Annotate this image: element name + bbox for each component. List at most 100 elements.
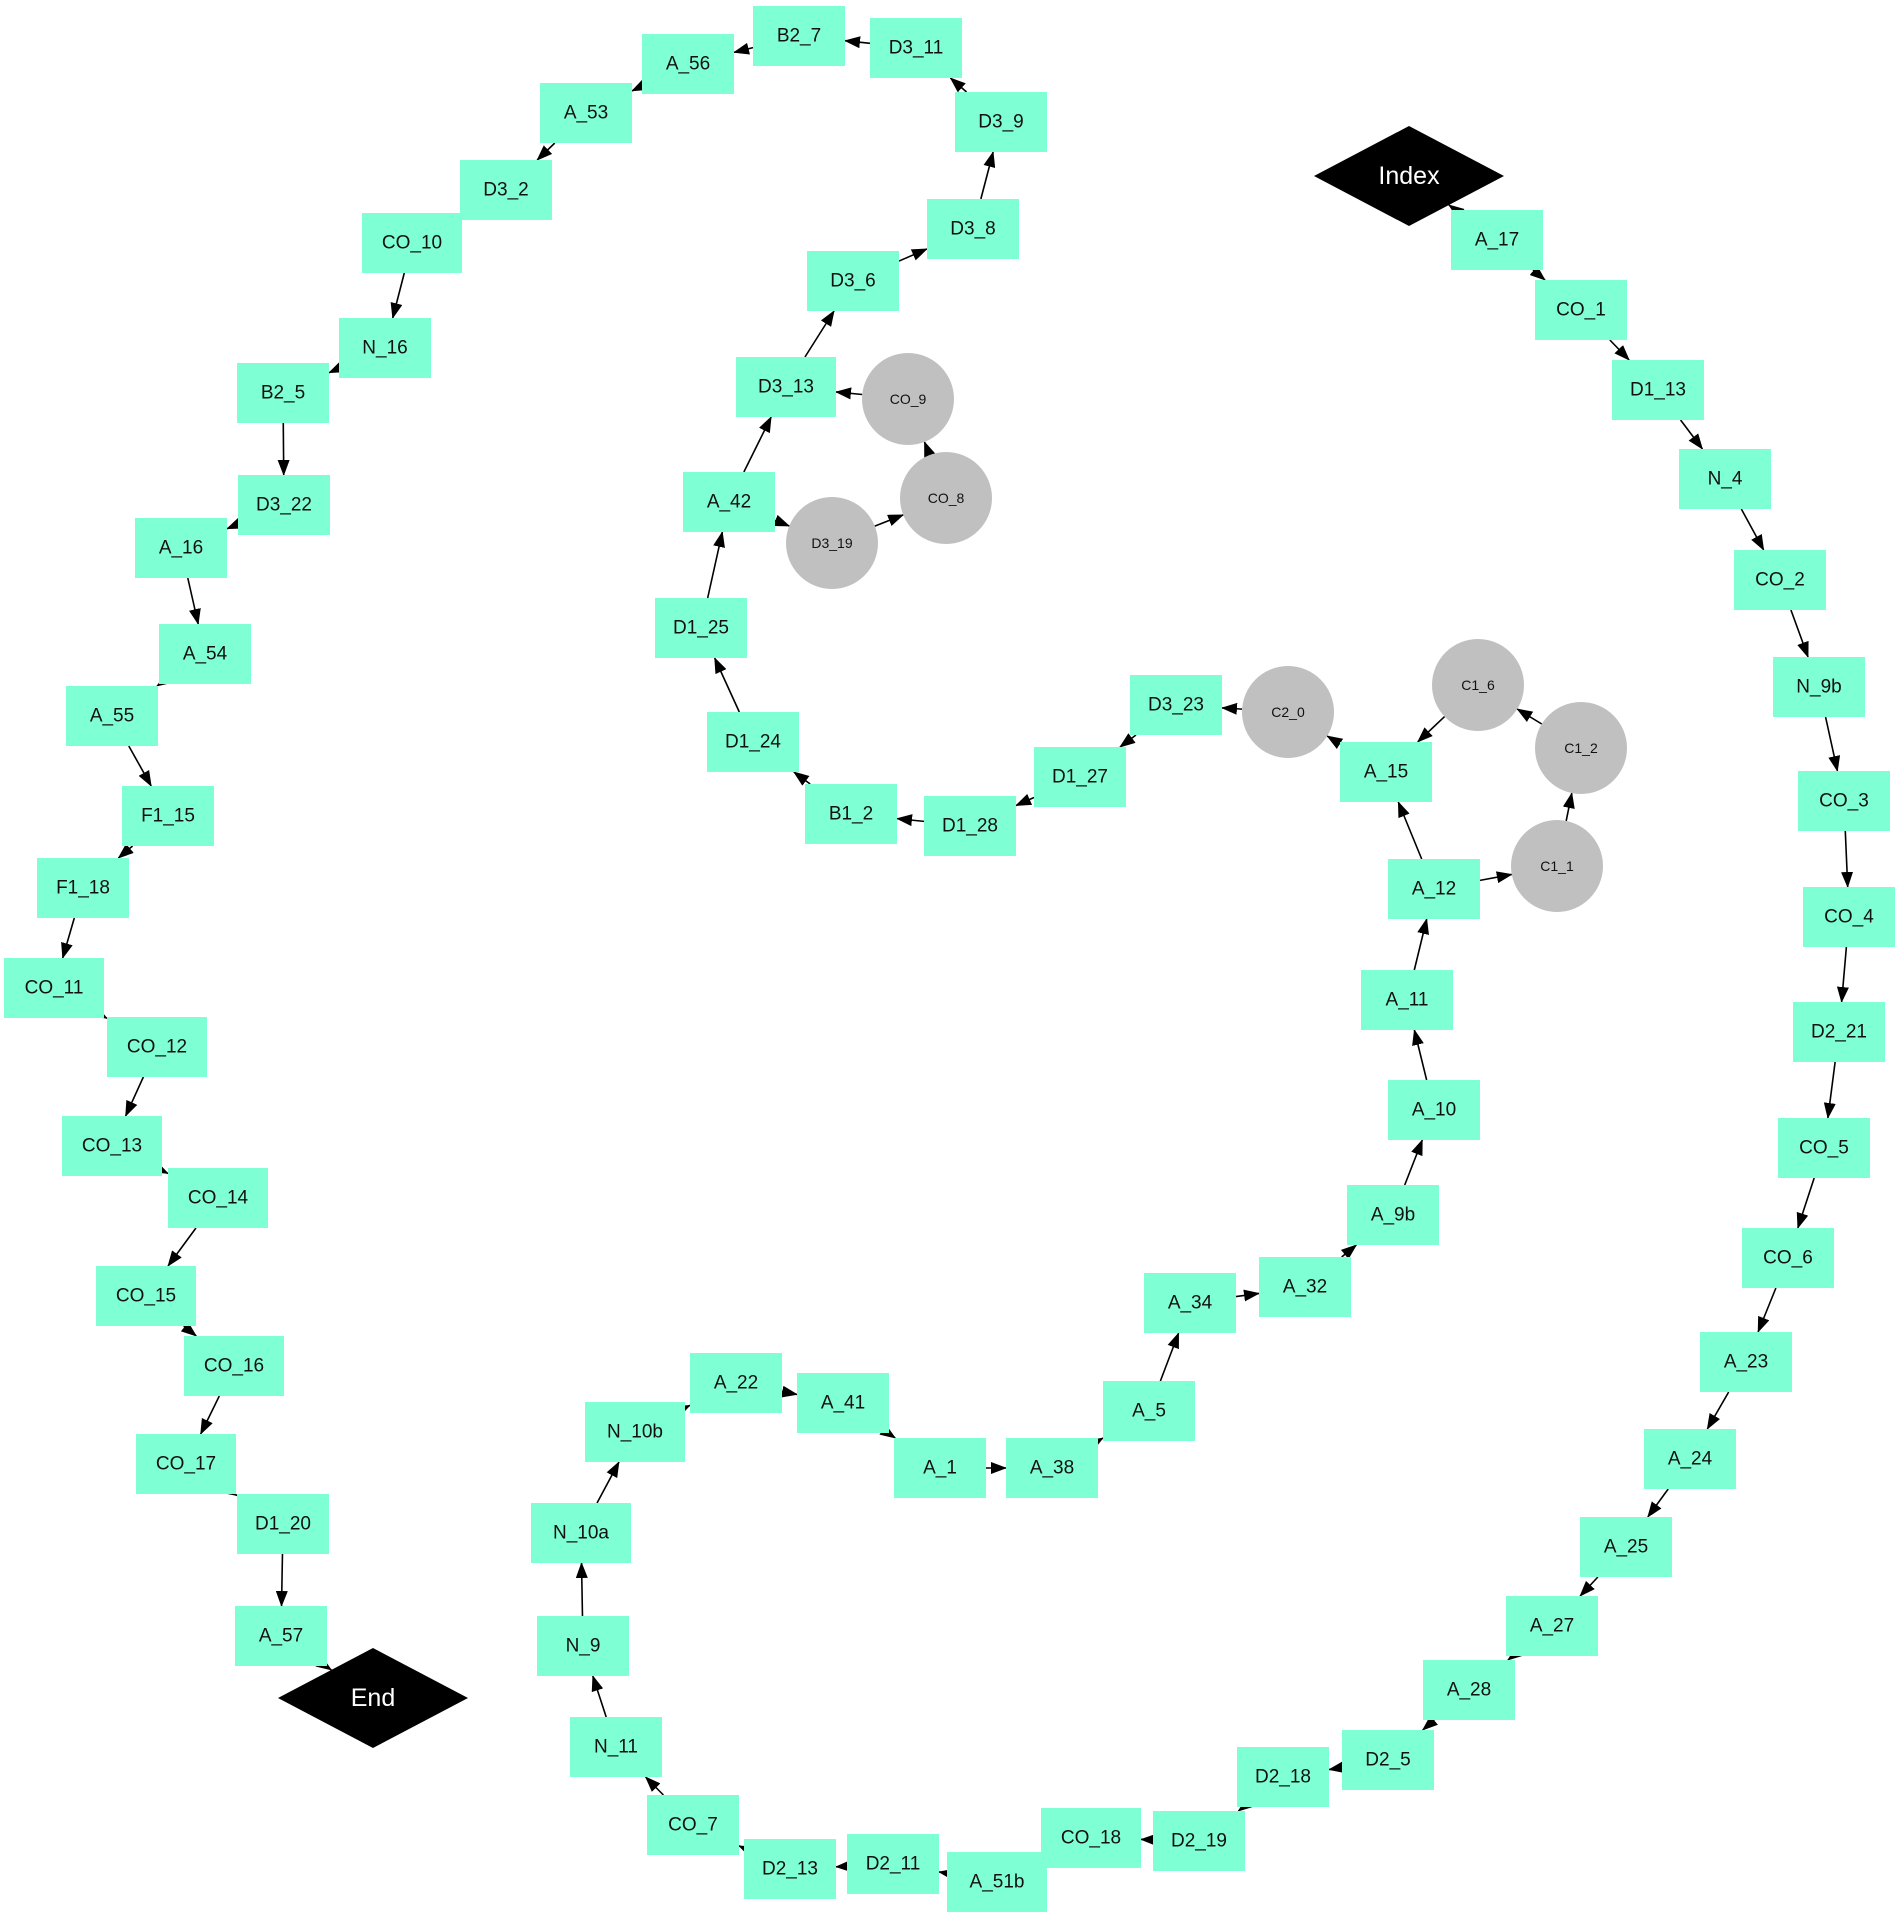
edge-a-12-to-c1-1: [1479, 871, 1513, 884]
node-box: [805, 784, 897, 844]
node-a-55: A_55: [66, 686, 158, 746]
node-label: D3_8: [950, 219, 995, 240]
node-label: CO_18: [1061, 1828, 1121, 1849]
node-label: D3_2: [483, 180, 528, 201]
edge-co-2-to-n-9b: [1790, 609, 1809, 658]
node-box: [1535, 280, 1627, 340]
edge-n-16-to-b2-5: [328, 361, 346, 374]
node-co-15: CO_15: [96, 1266, 196, 1326]
node-co-12: CO_12: [107, 1017, 207, 1077]
node-label: D1_28: [942, 816, 998, 837]
node-box: [135, 518, 227, 578]
node-box: [1041, 1808, 1141, 1868]
node-box: [744, 1839, 836, 1899]
node-label: B2_7: [777, 26, 821, 47]
edge-d3-23-to-d1-27: [1119, 733, 1137, 748]
edge-co-15-to-co-16: [180, 1321, 198, 1337]
node-box: [585, 1402, 685, 1462]
node-index: Index: [1314, 126, 1504, 226]
node-box: [655, 598, 747, 658]
node-label: A_53: [564, 103, 608, 124]
node-label: CO_6: [1763, 1248, 1813, 1269]
edge-a-41-to-a-1: [879, 1424, 897, 1439]
edge-d2-11-to-d2-13: [835, 1860, 852, 1873]
node-n-10a: N_10a: [531, 1503, 631, 1563]
edge-d3-22-to-a-16: [226, 517, 244, 530]
node-label: D1_27: [1052, 767, 1108, 788]
node-a-10: A_10: [1388, 1080, 1480, 1140]
node-a-54: A_54: [159, 624, 251, 684]
node-box: [1388, 859, 1480, 919]
node-box: [1612, 360, 1704, 420]
edge-c1-6-to-a-15: [1416, 716, 1446, 743]
node-d2-11: D2_11: [847, 1834, 939, 1894]
node-co-17: CO_17: [136, 1434, 236, 1494]
node-co-14: CO_14: [168, 1168, 268, 1228]
edge-a-34-to-a-32: [1235, 1289, 1260, 1302]
edge-b1-2-to-d1-24: [793, 771, 811, 786]
edge-n-9b-to-co-3: [1824, 716, 1841, 772]
node-a-22: A_22: [690, 1353, 782, 1413]
node-box: [159, 624, 251, 684]
node-label: A_9b: [1371, 1205, 1415, 1226]
node-box: [122, 786, 214, 846]
node-diamond: [278, 1648, 468, 1748]
edge-a-54-to-a-55: [156, 672, 173, 687]
node-circle: [1535, 702, 1627, 794]
node-a-57: A_57: [235, 1606, 327, 1666]
edge-co-8-to-co-9: [923, 441, 936, 459]
edge-a-38-to-a-5: [1087, 1437, 1104, 1451]
node-box: [1679, 449, 1771, 509]
node-box: [1034, 747, 1126, 807]
node-label: CO_13: [82, 1136, 142, 1157]
node-d1-27: D1_27: [1034, 747, 1126, 807]
node-label: CO_17: [156, 1454, 216, 1475]
edge-co-4-to-d2-21: [1836, 946, 1849, 1003]
node-a-28: A_28: [1423, 1660, 1515, 1720]
edge-d3-9-to-d3-11: [949, 77, 968, 93]
node-co-4: CO_4: [1803, 887, 1895, 947]
node-n-9: N_9: [537, 1616, 629, 1676]
node-label: CO_5: [1799, 1138, 1849, 1159]
edge-f1-18-to-co-11: [61, 917, 76, 959]
node-label: A_38: [1030, 1458, 1074, 1479]
node-diamond: [1314, 126, 1504, 226]
node-d1-28: D1_28: [924, 796, 1016, 856]
edge-a-10-to-a-11: [1412, 1029, 1428, 1081]
edge-a-23-to-a-24: [1706, 1391, 1730, 1430]
node-label: A_16: [159, 538, 203, 559]
node-label: CO_9: [890, 391, 927, 407]
node-box: [690, 1353, 782, 1413]
node-label: CO_8: [928, 490, 965, 506]
edge-b2-7-to-a-56: [733, 42, 754, 55]
edge-n-9-to-n-10a: [575, 1562, 588, 1617]
node-box: [683, 472, 775, 532]
edge-a-16-to-a-54: [187, 577, 201, 625]
node-label: D2_19: [1171, 1831, 1227, 1852]
edge-a-9b-to-a-10: [1403, 1139, 1424, 1186]
edge-a-42-to-d3-19: [773, 514, 791, 527]
node-box: [1700, 1332, 1792, 1392]
node-d3-9: D3_9: [955, 92, 1047, 152]
node-box: [707, 712, 799, 772]
node-box: [62, 1116, 162, 1176]
node-label: A_32: [1283, 1277, 1327, 1298]
node-label: D3_22: [256, 495, 312, 516]
node-label: CO_14: [188, 1188, 249, 1209]
node-label: A_25: [1604, 1537, 1648, 1558]
edges-layer: [61, 36, 1854, 1881]
node-label: D3_13: [758, 377, 814, 398]
node-box: [37, 858, 129, 918]
node-box: [1237, 1747, 1329, 1807]
node-box: [1793, 1002, 1885, 1062]
node-label: CO_11: [25, 978, 84, 999]
edge-a-12-to-a-15: [1397, 801, 1423, 860]
node-a-9b: A_9b: [1347, 1185, 1439, 1245]
node-box: [927, 199, 1019, 259]
node-a-11: A_11: [1361, 970, 1453, 1030]
node-box: [235, 1606, 327, 1666]
edge-a-15-to-c2-0: [1326, 735, 1344, 749]
edge-co-10-to-n-16: [390, 272, 406, 319]
edge-c2-0-to-d3-23: [1221, 702, 1243, 715]
node-label: D2_13: [762, 1859, 818, 1880]
